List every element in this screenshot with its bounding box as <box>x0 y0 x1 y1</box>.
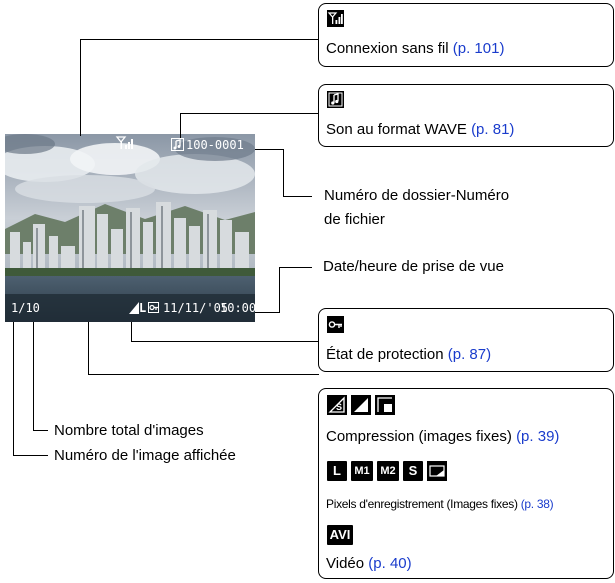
callout-label: Son au format WAVE <box>326 121 467 138</box>
connector-protection-vertical <box>131 322 132 341</box>
connector-folder-vertical <box>283 149 284 197</box>
wifi-signal-icon <box>115 136 133 149</box>
connector-date-right <box>279 267 312 268</box>
page-link[interactable]: (p. 38) <box>520 497 554 511</box>
callout-label: Compression (images fixes) <box>326 428 512 445</box>
size-s-icon: S <box>403 461 423 481</box>
size-l-icon: L <box>327 461 347 481</box>
folder-number-label-line1: Numéro de dossier-Numéro <box>324 187 510 204</box>
connector-protection-horizontal <box>131 341 319 342</box>
page-link[interactable]: (p. 87) <box>447 346 492 363</box>
datetime-label: Date/heure de prise de vue <box>323 258 504 275</box>
recording-size: L <box>139 301 147 315</box>
compression-quality-icon <box>129 302 139 314</box>
size-m2-icon: M2 <box>377 461 399 481</box>
connector-total-vertical <box>33 322 34 430</box>
page-link[interactable]: (p. 40) <box>368 555 412 572</box>
connector-current-horizontal <box>13 455 48 456</box>
connector-folder-left <box>255 149 284 150</box>
folder-number-label-line2: de fichier <box>324 211 385 228</box>
superfine-icon: S <box>327 395 347 415</box>
callout-label: État de protection <box>326 346 444 363</box>
page-link[interactable]: (p. 39) <box>516 428 560 445</box>
callout-wave: Son au format WAVE (p. 81) <box>318 84 614 147</box>
protect-key-icon <box>327 316 344 333</box>
callout-label: Connexion sans fil <box>326 40 449 57</box>
connector-total-horizontal <box>33 430 48 431</box>
normal-icon <box>375 395 395 415</box>
connector-wave-vertical <box>180 113 181 138</box>
widescreen-icon <box>427 461 447 481</box>
connector-folder-right <box>283 196 312 197</box>
size-m1-icon: M1 <box>351 461 373 481</box>
callout-compression-pixels-video: S Compression (images fixes) (p. 39) L M… <box>318 388 614 579</box>
fine-icon <box>351 395 371 415</box>
callout-label: Vidéo <box>326 555 365 572</box>
connector-date-vertical <box>279 267 280 313</box>
sound-note-icon <box>171 138 184 151</box>
connector-date-left <box>255 312 280 313</box>
connector-current-vertical <box>13 322 14 455</box>
protect-key-icon <box>148 302 159 313</box>
sound-note-icon <box>327 91 344 108</box>
time-readout: 10:00 <box>220 301 255 315</box>
connector-wave-horizontal <box>180 113 318 114</box>
callout-wireless: Connexion sans fil (p. 101) <box>318 3 614 67</box>
folder-file-number: 100-0001 <box>186 138 244 152</box>
svg-text:S: S <box>336 402 342 412</box>
image-counter: 1/10 <box>11 301 40 315</box>
callout-label: Pixels d'enregistrement (Images fixes) <box>326 497 518 511</box>
current-image-label: Numéro de l'image affichée <box>54 447 236 464</box>
page-link[interactable]: (p. 101) <box>452 40 505 57</box>
city-skyline-photo <box>5 134 255 322</box>
total-images-label: Nombre total d'images <box>54 422 204 439</box>
connector-compression-horizontal <box>88 374 319 375</box>
connector-wireless-horizontal <box>80 39 318 40</box>
page-link[interactable]: (p. 81) <box>471 121 515 138</box>
connector-compression-vertical <box>88 322 89 374</box>
callout-protection: État de protection (p. 87) <box>318 308 614 372</box>
date-readout: 11/11/'05 <box>163 301 229 315</box>
avi-video-icon: AVI <box>327 525 353 545</box>
connector-wireless-vertical <box>80 39 81 136</box>
camera-lcd-screen: 100-0001 1/10 L 11/11/'05 10:00 <box>5 134 255 322</box>
wifi-signal-icon <box>327 10 344 27</box>
